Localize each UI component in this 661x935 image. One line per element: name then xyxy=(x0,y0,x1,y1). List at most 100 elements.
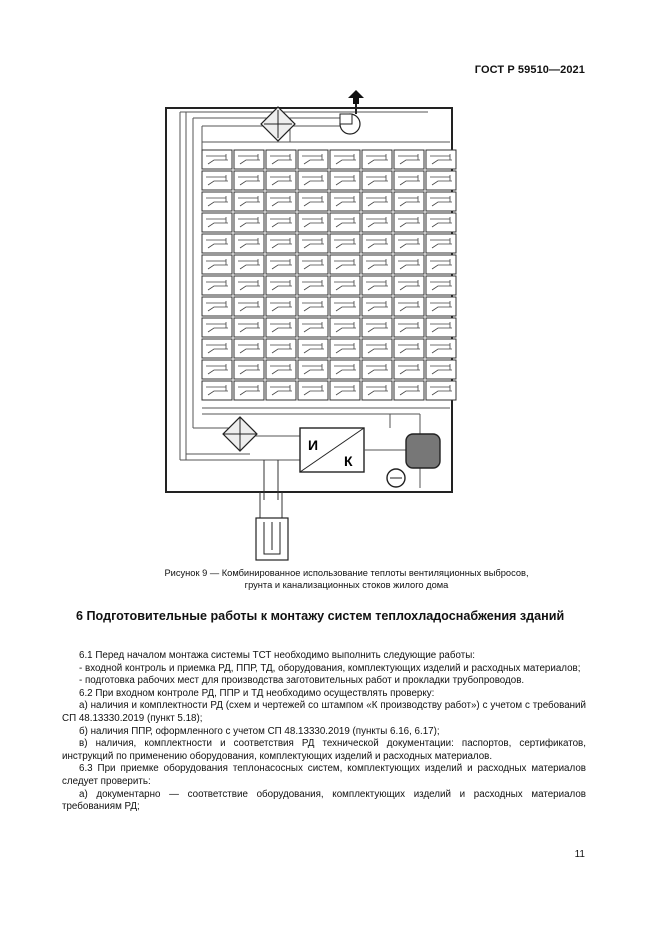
apartment-cell xyxy=(393,275,425,296)
apartment-duct xyxy=(270,217,292,228)
apartment-cell xyxy=(233,191,265,212)
apartment-duct xyxy=(270,322,292,333)
paragraph: в) наличия, комплектности и соответствия… xyxy=(62,738,586,762)
apartment-cell xyxy=(425,212,457,233)
apartment-cell xyxy=(265,149,297,170)
apartment-duct xyxy=(334,196,356,207)
caption-line-1: Рисунок 9 — Комбинированное использовани… xyxy=(164,568,529,578)
apartment-cell xyxy=(297,170,329,191)
apartment-duct xyxy=(398,217,420,228)
apartment-duct xyxy=(366,175,388,186)
apartment-duct xyxy=(398,343,420,354)
apartment-duct xyxy=(430,175,452,186)
apartment-duct xyxy=(366,364,388,375)
ground-probe-icon xyxy=(255,517,289,561)
apartment-duct xyxy=(430,238,452,249)
apartment-cell xyxy=(201,254,233,275)
apartment-duct xyxy=(398,385,420,396)
apartment-cell xyxy=(425,149,457,170)
apartment-cell xyxy=(329,359,361,380)
apartment-duct xyxy=(430,217,452,228)
apartment-cell xyxy=(201,233,233,254)
paragraph: 6.3 При приемке оборудования теплонасосн… xyxy=(62,763,586,787)
apartment-duct xyxy=(334,343,356,354)
apartment-cell xyxy=(329,338,361,359)
paragraph: а) документарно — соответствие оборудова… xyxy=(62,788,586,813)
paragraph: а) наличия и комплектности РД (схем и че… xyxy=(62,700,586,724)
apartment-cell xyxy=(361,275,393,296)
apartment-cell xyxy=(361,317,393,338)
apartment-duct xyxy=(206,301,228,312)
apartment-duct xyxy=(430,154,452,165)
circulation-pump-icon xyxy=(386,468,406,488)
apartment-cell xyxy=(361,212,393,233)
apartment-cell xyxy=(393,317,425,338)
apartment-cell xyxy=(425,338,457,359)
apartment-cell xyxy=(265,275,297,296)
apartment-cell xyxy=(393,296,425,317)
apartment-cell xyxy=(329,212,361,233)
apartment-duct xyxy=(366,280,388,291)
apartment-duct xyxy=(302,175,324,186)
apartment-cell xyxy=(265,317,297,338)
apartment-duct xyxy=(302,217,324,228)
apartment-duct xyxy=(238,175,260,186)
apartment-duct xyxy=(334,238,356,249)
apartment-duct xyxy=(302,196,324,207)
apartment-cell xyxy=(233,254,265,275)
apartment-duct xyxy=(366,196,388,207)
apartment-cell xyxy=(297,296,329,317)
apartment-cell xyxy=(393,233,425,254)
apartment-duct xyxy=(334,301,356,312)
apartment-cell xyxy=(393,359,425,380)
apartment-duct xyxy=(398,259,420,270)
apartment-duct xyxy=(238,238,260,249)
apartment-duct xyxy=(334,154,356,165)
apartment-duct xyxy=(238,343,260,354)
apartment-cell xyxy=(201,170,233,191)
apartment-duct xyxy=(206,238,228,249)
apartment-cell xyxy=(329,254,361,275)
ventilation-heat-diagram: И К xyxy=(165,90,457,561)
apartment-cell xyxy=(233,296,265,317)
apartment-cell xyxy=(361,338,393,359)
apartment-duct xyxy=(302,385,324,396)
page-header-standard: ГОСТ Р 59510—2021 xyxy=(474,64,585,76)
heat-pump-label-i: И xyxy=(308,437,318,453)
apartment-duct xyxy=(270,259,292,270)
section-body: 6.1 Перед началом монтажа системы ТСТ не… xyxy=(62,650,586,814)
apartment-duct xyxy=(302,238,324,249)
apartment-cell xyxy=(425,359,457,380)
apartment-cell xyxy=(361,296,393,317)
apartment-duct xyxy=(302,322,324,333)
apartment-cell xyxy=(361,254,393,275)
apartment-duct xyxy=(366,154,388,165)
apartment-cell xyxy=(233,275,265,296)
apartment-cell xyxy=(329,317,361,338)
apartment-duct xyxy=(270,175,292,186)
apartment-duct xyxy=(334,259,356,270)
apartment-cell xyxy=(425,275,457,296)
exhaust-fan-icon xyxy=(339,100,361,135)
apartment-cell xyxy=(297,233,329,254)
apartment-cell xyxy=(265,233,297,254)
heat-exchanger-bottom-icon xyxy=(222,416,258,452)
apartment-duct xyxy=(206,364,228,375)
apartment-duct xyxy=(302,154,324,165)
paragraph: 6.2 При входном контроле РД, ППР и ТД не… xyxy=(79,687,435,699)
apartment-duct xyxy=(334,280,356,291)
apartment-cell xyxy=(297,380,329,401)
apartment-duct xyxy=(366,259,388,270)
apartment-cell xyxy=(361,149,393,170)
apartment-cell xyxy=(425,233,457,254)
storage-tank-icon xyxy=(405,433,441,469)
apartment-cell xyxy=(233,338,265,359)
apartment-duct xyxy=(366,343,388,354)
paragraph: б) наличия ППР, оформленного с учетом СП… xyxy=(79,725,440,737)
apartment-duct xyxy=(206,280,228,291)
apartment-cell xyxy=(265,380,297,401)
apartment-duct xyxy=(366,301,388,312)
apartment-duct xyxy=(398,196,420,207)
apartment-duct xyxy=(302,301,324,312)
apartment-cell xyxy=(233,212,265,233)
